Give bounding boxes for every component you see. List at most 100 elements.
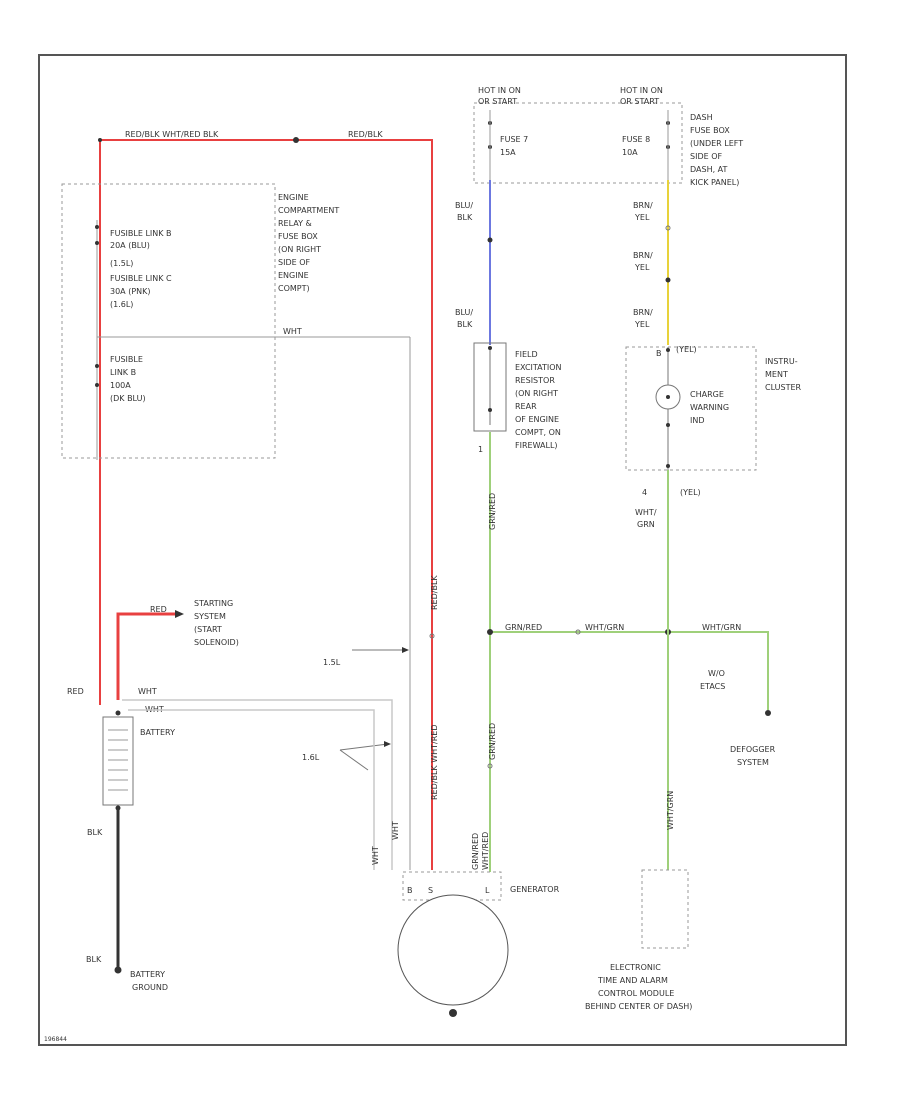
battery-wht-wires: [122, 699, 393, 870]
svg-text:FUSE 8: FUSE 8: [622, 135, 650, 144]
svg-text:YEL: YEL: [634, 320, 650, 329]
instrument-cluster-outline: [625, 346, 757, 471]
starting-system-label: STARTING SYSTEM (START SOLENOID): [194, 599, 239, 647]
svg-text:W/O: W/O: [708, 669, 725, 678]
battery-label: BATTERY: [140, 728, 175, 737]
svg-text:FUSE 7: FUSE 7: [500, 135, 528, 144]
l16-arrow: [384, 741, 391, 747]
brn-yel-label-2: BRN/ YEL: [633, 251, 653, 272]
brn-yel-label-3: BRN/ YEL: [633, 308, 653, 329]
red-blk-vertical-label: RED/BLK: [430, 575, 439, 610]
svg-text:YEL: YEL: [634, 213, 650, 222]
svg-text:20A (BLU): 20A (BLU): [110, 241, 150, 250]
battery-positive: [115, 710, 121, 716]
battery-cells: [108, 729, 128, 791]
top-red-wire-label: RED/BLK WHT/RED BLK: [125, 130, 219, 139]
wht-grn-vertical-label: WHT/ GRN: [635, 508, 657, 529]
svg-text:BLK: BLK: [457, 320, 473, 329]
svg-text:BLK: BLK: [457, 213, 473, 222]
svg-text:SIDE OF: SIDE OF: [278, 258, 310, 267]
svg-text:HOT IN ON: HOT IN ON: [478, 86, 521, 95]
svg-text:(UNDER LEFT: (UNDER LEFT: [690, 139, 743, 148]
red-main-wire: [99, 139, 433, 870]
svg-text:ENGINE: ENGINE: [278, 193, 309, 202]
grn-splice-left: [487, 629, 493, 635]
etacs-module-outline: [641, 869, 689, 949]
lamp-filament: [666, 395, 670, 399]
fuse-lines: [489, 110, 669, 180]
svg-text:(DK BLU): (DK BLU): [110, 394, 146, 403]
svg-text:GRN/RED: GRN/RED: [471, 833, 480, 870]
svg-text:BATTERY: BATTERY: [130, 970, 165, 979]
dash-fuse-box-outline: [473, 102, 683, 184]
grn-splice-mid: [575, 629, 581, 635]
svg-text:15A: 15A: [500, 148, 516, 157]
relay-fuse-box-outline: [61, 183, 276, 459]
svg-text:COMPT): COMPT): [278, 284, 310, 293]
svg-text:STARTING: STARTING: [194, 599, 233, 608]
svg-text:FUSIBLE LINK B: FUSIBLE LINK B: [110, 229, 172, 238]
svg-text:(START: (START: [194, 625, 222, 634]
grn-red-low-label: GRN/RED WHT/RED: [471, 832, 490, 870]
svg-text:IND: IND: [690, 416, 705, 425]
svg-text:RESISTOR: RESISTOR: [515, 376, 555, 385]
pin-b-label: B: [656, 349, 662, 358]
svg-text:ETACS: ETACS: [700, 682, 725, 691]
l16-label: 1.6L: [302, 753, 320, 762]
red-wire-splice: [293, 137, 299, 143]
fuse-8-label: FUSE 8 10A: [622, 135, 650, 157]
svg-text:GRN: GRN: [637, 520, 655, 529]
svg-text:EXCITATION: EXCITATION: [515, 363, 562, 372]
brn-yel-label-1: BRN/ YEL: [633, 201, 653, 222]
field-excitation-resistor-label: FIELD EXCITATION RESISTOR (ON RIGHT REAR…: [515, 350, 562, 450]
c-yel-top-label: (YEL): [676, 345, 697, 354]
generator-body: [397, 894, 509, 1006]
svg-text:OF ENGINE: OF ENGINE: [515, 415, 559, 424]
svg-text:WHT: WHT: [371, 846, 380, 865]
etacs-module-label: ELECTRONIC TIME AND ALARM CONTROL MODULE…: [585, 963, 692, 1011]
svg-text:100A: 100A: [110, 381, 131, 390]
defogger-branch: [700, 631, 769, 710]
svg-text:ENGINE: ENGINE: [278, 271, 309, 280]
svg-text:LINK B: LINK B: [110, 368, 136, 377]
grn-connector: [487, 763, 493, 769]
cluster-bottom-pin: [666, 464, 670, 468]
brn-yel-connector-1: [665, 225, 671, 231]
red-wire-corner: [98, 138, 102, 142]
resistor-bottom-pin: [488, 408, 492, 412]
svg-text:GROUND: GROUND: [132, 983, 168, 992]
starting-system-arrow: [175, 610, 184, 618]
pin-4-label: 4: [642, 488, 647, 497]
hot-in-on-right: HOT IN ON OR START: [620, 86, 663, 106]
svg-text:BLU/: BLU/: [455, 308, 473, 317]
svg-text:ELECTRONIC: ELECTRONIC: [610, 963, 661, 972]
red-blk-vertical-label-2: RED/BLK WHT/RED: [430, 725, 439, 800]
svg-text:CLUSTER: CLUSTER: [765, 383, 802, 392]
svg-text:(1.5L): (1.5L): [110, 259, 133, 268]
generator-label: GENERATOR: [510, 885, 560, 894]
svg-text:S: S: [428, 886, 433, 895]
svg-text:WARNING: WARNING: [690, 403, 729, 412]
brn-yel-connector-2: [665, 277, 671, 283]
svg-text:BLU/: BLU/: [455, 201, 473, 210]
fusible-link-symbols: [95, 225, 99, 387]
svg-text:OR START: OR START: [620, 97, 659, 106]
blu-blk-label-2: BLU/ BLK: [455, 308, 473, 329]
svg-text:L: L: [485, 886, 490, 895]
top-red-wire-label-2: RED/BLK: [348, 130, 383, 139]
defogger-terminal: [765, 710, 771, 716]
red-starter-label: RED: [150, 605, 167, 614]
svg-text:FUSE BOX: FUSE BOX: [690, 126, 730, 135]
svg-text:DEFOGGER: DEFOGGER: [730, 745, 776, 754]
c-yel-bottom-label: (YEL): [680, 488, 701, 497]
hot-in-on-left: HOT IN ON OR START: [478, 86, 521, 106]
svg-text:SYSTEM: SYSTEM: [737, 758, 769, 767]
svg-text:DASH: DASH: [690, 113, 713, 122]
svg-text:DASH, AT: DASH, AT: [690, 165, 728, 174]
svg-text:WHT/: WHT/: [635, 508, 657, 517]
svg-text:CONTROL MODULE: CONTROL MODULE: [598, 989, 674, 998]
svg-text:OR START: OR START: [478, 97, 517, 106]
relay-box-label: ENGINE COMPARTMENT RELAY & FUSE BOX (ON …: [278, 193, 339, 293]
svg-text:SYSTEM: SYSTEM: [194, 612, 226, 621]
